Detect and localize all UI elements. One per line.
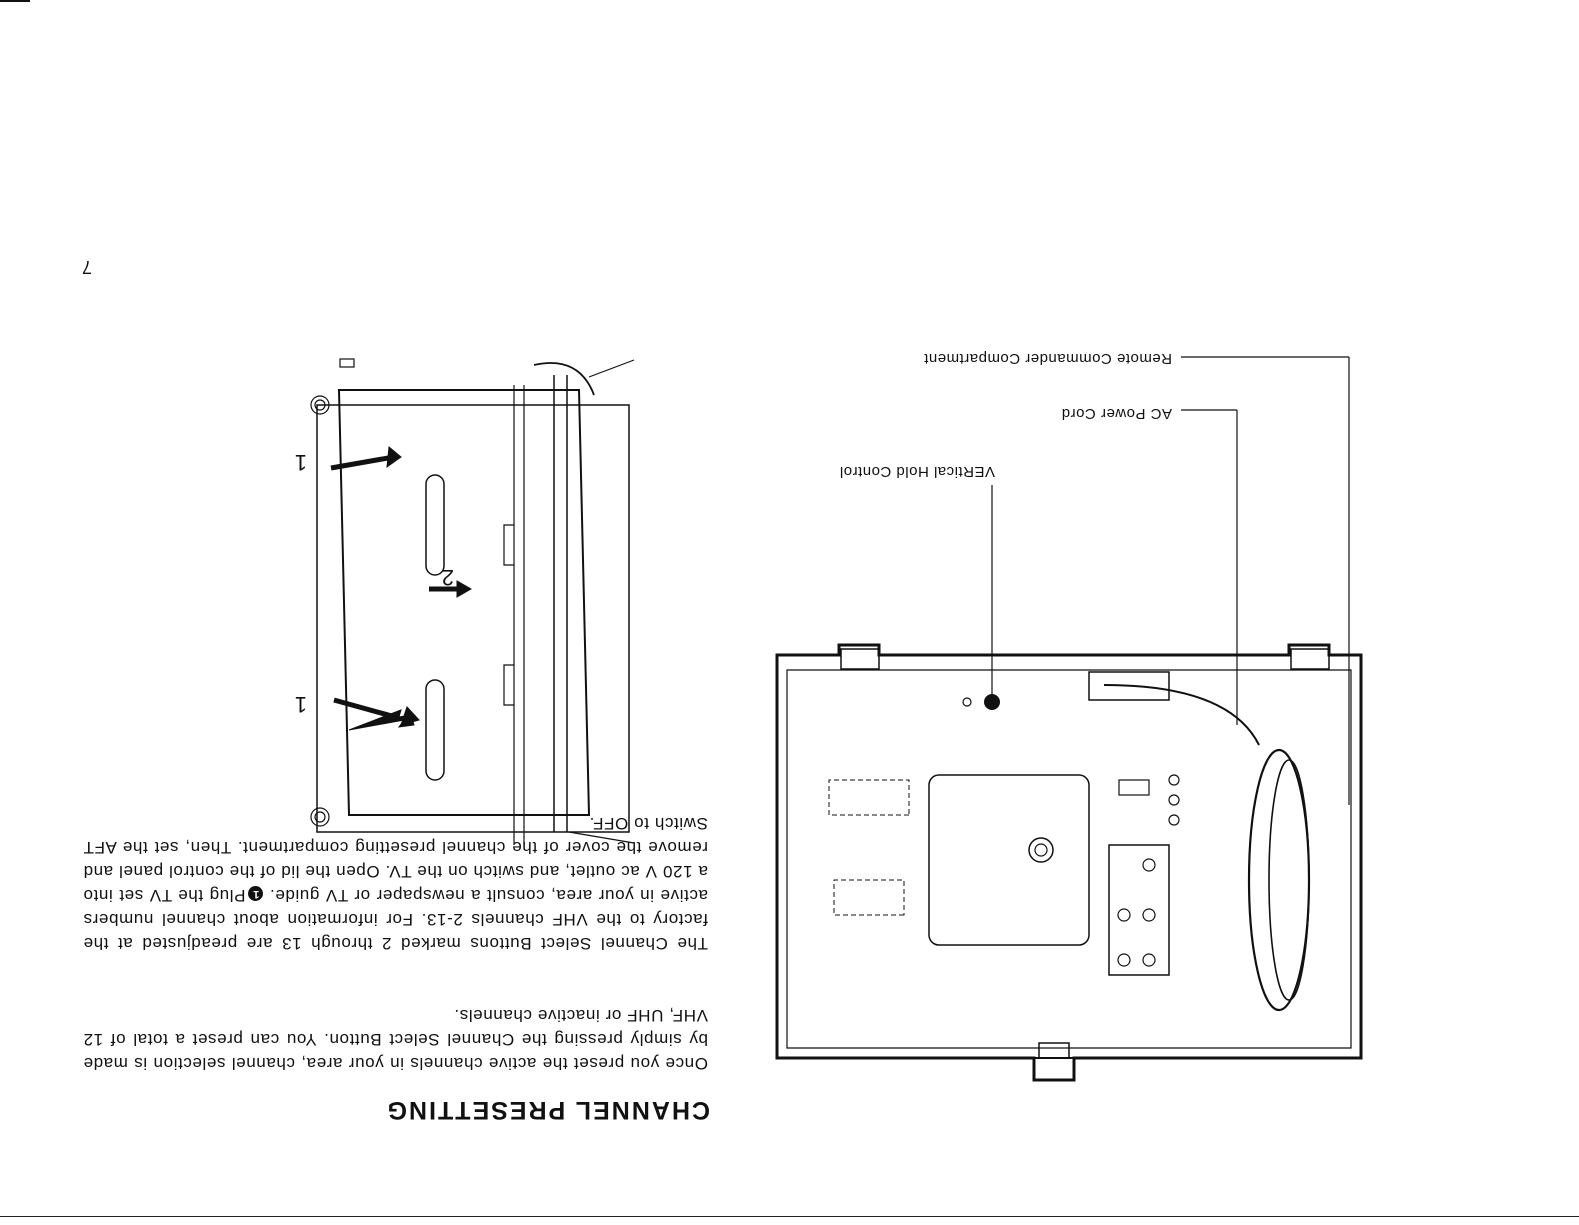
arrow-label-1b: 1	[295, 450, 307, 475]
arrow-label-1a: 1	[295, 692, 307, 717]
arrow-label-2: 2	[442, 565, 454, 590]
